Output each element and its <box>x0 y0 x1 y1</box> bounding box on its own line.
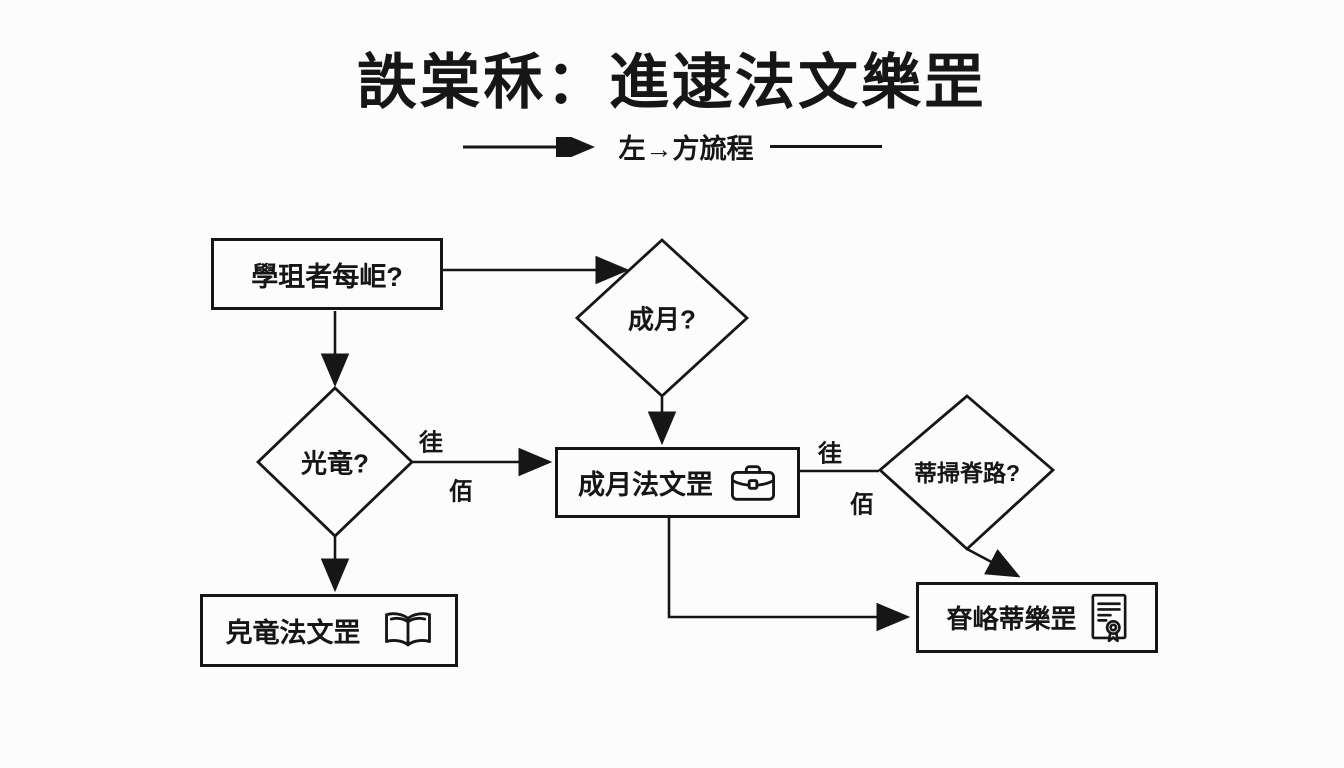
decision-left-diamond <box>255 386 415 538</box>
outcome-right-label: 眘峈蒂樂罡 <box>946 604 1077 634</box>
edge-label-no-right: 佰 <box>850 491 874 519</box>
outcome-left-label: 皃竜法文罡 <box>225 618 361 648</box>
decision-right-diamond <box>877 394 1056 551</box>
start-node-label: 學珇者每岠? <box>251 261 403 292</box>
outcome-right-node: 眘峈蒂樂罡 <box>916 582 1158 653</box>
flow-direction-label: 左→方旈程 <box>618 134 754 164</box>
decision-top-diamond <box>574 238 750 398</box>
outcome-left-node: 皃竜法文罡 <box>200 594 458 667</box>
right-arrow-icon <box>462 136 595 157</box>
decision-right-label: 蒂掃脊路? <box>913 460 1021 486</box>
edge-decision-right-to-outcome-right <box>966 547 1021 578</box>
process-center-label: 成月法文罡 <box>578 470 713 500</box>
start-node: 學珇者每岠? <box>211 238 443 310</box>
edge-label-yes-right: 徍 <box>818 440 842 468</box>
legend-rule <box>769 145 882 148</box>
flow-direction-legend: 左→方旈程 <box>0 127 1344 166</box>
edge-label-no-left: 佰 <box>449 478 473 506</box>
decision-top-label: 成月? <box>628 304 696 335</box>
process-center-node: 成月法文罡 <box>555 447 800 518</box>
page-title: 詄棠秝：進逮法文樂罡 <box>357 49 987 116</box>
edge-label-yes-left: 徍 <box>419 429 443 457</box>
decision-left-label: 光竜? <box>301 448 369 479</box>
edge-process-to-outcome-right <box>667 518 911 632</box>
briefcase-icon <box>731 464 775 501</box>
certificate-icon <box>1091 593 1126 642</box>
open-book-icon <box>384 611 431 646</box>
